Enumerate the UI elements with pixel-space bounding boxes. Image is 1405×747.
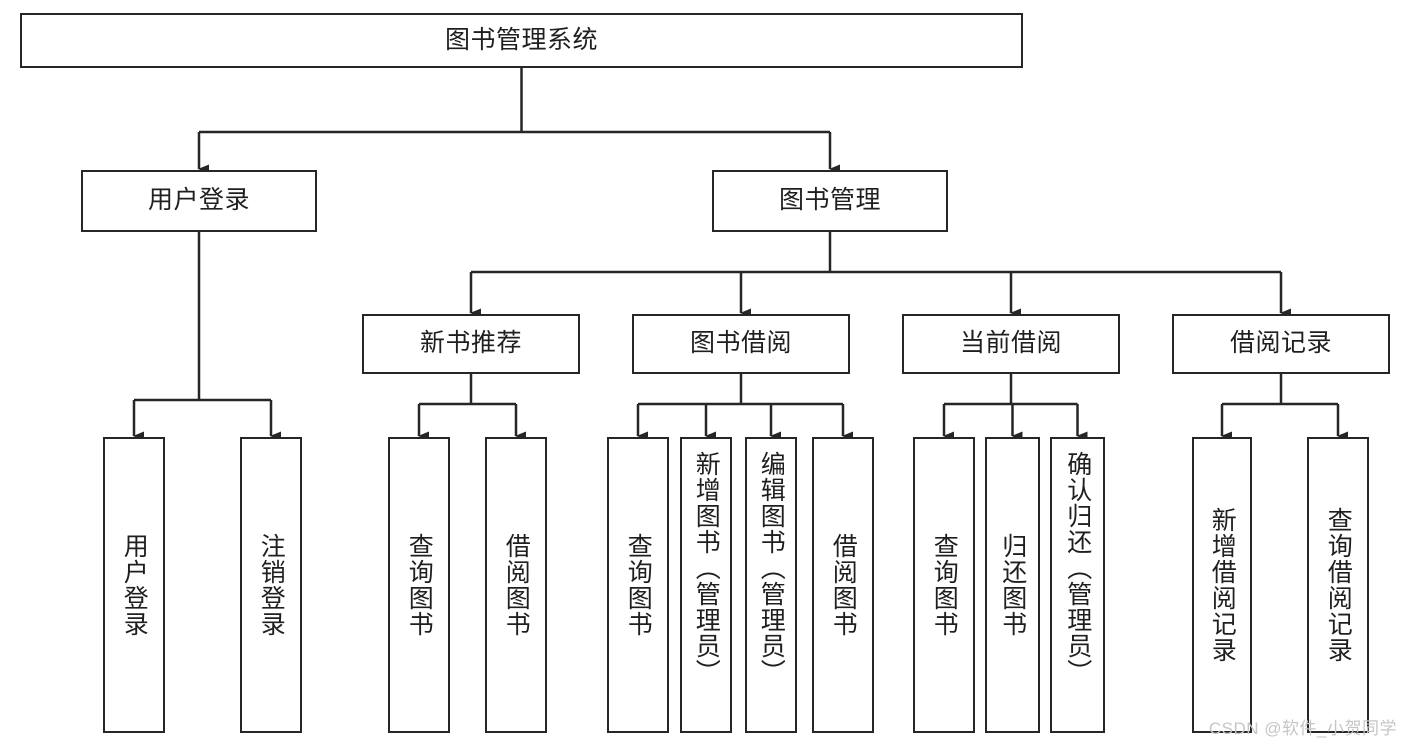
node-label: 查询图书	[405, 533, 434, 637]
node-label: 确认归还（管理员）	[1063, 451, 1092, 685]
branch-node: 新书推荐	[362, 314, 580, 374]
leaf-node: 注销登录	[240, 437, 302, 733]
branch-node: 图书管理	[712, 170, 948, 232]
leaf-node: 用户登录	[103, 437, 165, 733]
leaf-node: 新增借阅记录	[1192, 437, 1252, 733]
node-label: 查询图书	[624, 533, 653, 637]
branch-node: 当前借阅	[902, 314, 1120, 374]
branch-node: 用户登录	[81, 170, 317, 232]
node-label: 新增图书（管理员）	[692, 451, 721, 685]
node-label: 图书借阅	[689, 329, 792, 358]
leaf-node: 编辑图书（管理员）	[745, 437, 797, 733]
node-label: 用户登录	[147, 186, 250, 215]
leaf-node: 查询图书	[388, 437, 450, 733]
leaf-node: 查询图书	[913, 437, 975, 733]
leaf-node: 借阅图书	[812, 437, 874, 733]
node-label: 新增借阅记录	[1208, 507, 1237, 663]
node-label: 新书推荐	[419, 329, 522, 358]
leaf-node: 新增图书（管理员）	[680, 437, 732, 733]
node-label: 归还图书	[998, 533, 1027, 637]
node-label: 查询借阅记录	[1324, 507, 1353, 663]
node-label: 当前借阅	[959, 329, 1062, 358]
branch-node: 图书借阅	[632, 314, 850, 374]
node-label: 注销登录	[257, 533, 286, 637]
leaf-node: 查询图书	[607, 437, 669, 733]
node-label: 图书管理系统	[444, 25, 598, 54]
node-label: 编辑图书（管理员）	[757, 451, 786, 685]
node-label: 借阅记录	[1229, 329, 1332, 358]
leaf-node: 借阅图书	[485, 437, 547, 733]
node-label: 查询图书	[930, 533, 959, 637]
branch-node: 借阅记录	[1172, 314, 1390, 374]
leaf-node: 查询借阅记录	[1307, 437, 1369, 733]
leaf-node: 确认归还（管理员）	[1050, 437, 1105, 733]
leaf-node: 归还图书	[985, 437, 1040, 733]
node-label: 图书管理	[778, 186, 881, 215]
node-label: 用户登录	[120, 533, 149, 637]
root-node: 图书管理系统	[20, 13, 1023, 68]
node-label: 借阅图书	[829, 533, 858, 637]
node-label: 借阅图书	[502, 533, 531, 637]
